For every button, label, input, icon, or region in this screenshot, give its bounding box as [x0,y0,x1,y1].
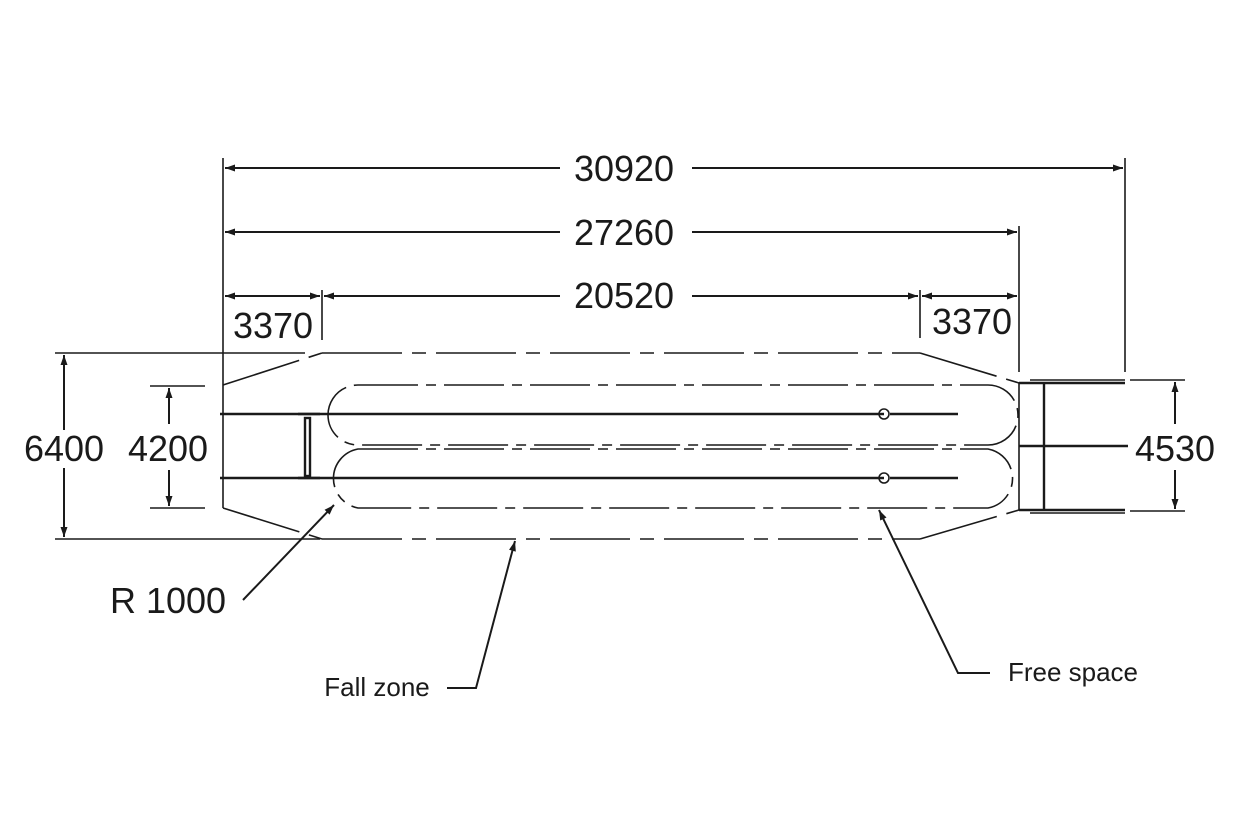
extension-lines [55,158,1185,540]
callout-radius: R 1000 [110,580,226,621]
leader-fall-zone [447,540,516,689]
dim-label-end-offset: 3370 [932,301,1012,342]
fall-zone-outline [222,352,1020,540]
dim-label-exit-width: 4530 [1135,428,1215,469]
dim-label-slide-width: 4200 [128,428,208,469]
callout-free-space: Free space [1008,657,1138,687]
dim-label-fall-zone-width: 6400 [24,428,104,469]
dim-label-start-offset: 3370 [233,305,313,346]
dim-label-length-excl-exit: 27260 [574,212,674,253]
leader-free-space [878,509,990,674]
exit-platform [1018,379,1128,514]
callout-fall-zone: Fall zone [324,672,430,702]
slide-lanes [220,408,958,484]
dim-label-run-length: 20520 [574,275,674,316]
free-space-lanes [327,384,1019,509]
dim-label-overall-length: 30920 [574,148,674,189]
leader-radius [242,504,335,601]
